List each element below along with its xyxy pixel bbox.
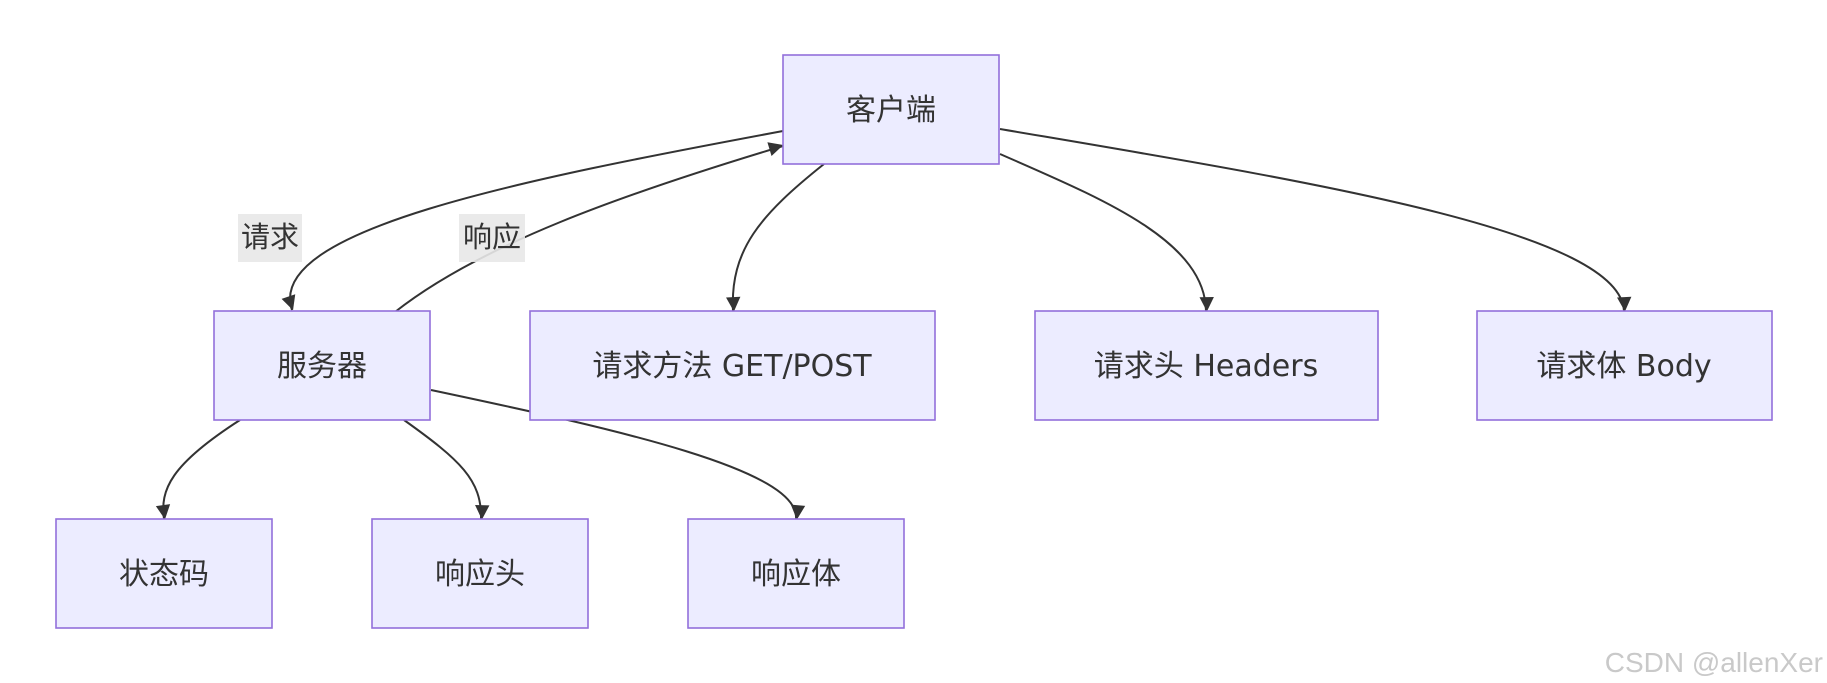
- node-client: 客户端: [782, 54, 1000, 165]
- node-req-body-label: 请求体 Body: [1536, 349, 1711, 384]
- node-req-body: 请求体 Body: [1476, 310, 1773, 421]
- edge-server-to-status: [155, 419, 241, 520]
- edge-label-request-text: 请求: [241, 220, 299, 254]
- edge-server-to-resp-body: [430, 389, 806, 520]
- node-resp-body: 响应体: [687, 518, 905, 629]
- edge-client-to-server: [281, 130, 784, 311]
- node-method: 请求方法 GET/POST: [529, 310, 936, 421]
- watermark: CSDN @allenXer: [1604, 647, 1823, 678]
- edge-label-request: 请求: [238, 214, 302, 262]
- node-server-label: 服务器: [277, 349, 367, 384]
- edge-client-to-method: [726, 163, 825, 312]
- edge-client-to-req-headers: [999, 153, 1214, 312]
- node-req-headers-label: 请求头 Headers: [1094, 349, 1318, 384]
- node-server: 服务器: [213, 310, 431, 421]
- edge-label-response: 响应: [459, 214, 525, 262]
- node-resp-headers-label: 响应头: [435, 557, 525, 592]
- node-status: 状态码: [55, 518, 273, 629]
- node-resp-body-label: 响应体: [751, 557, 841, 592]
- node-status-label: 状态码: [119, 557, 209, 592]
- edge-client-to-req-body: [999, 128, 1632, 312]
- edge-server-to-client: [394, 142, 784, 313]
- edge-server-to-resp-headers: [403, 419, 490, 520]
- node-client-label: 客户端: [846, 93, 936, 128]
- node-method-label: 请求方法 GET/POST: [592, 349, 872, 384]
- edge-label-response-text: 响应: [463, 220, 521, 254]
- node-resp-headers: 响应头: [371, 518, 589, 629]
- node-req-headers: 请求头 Headers: [1034, 310, 1379, 421]
